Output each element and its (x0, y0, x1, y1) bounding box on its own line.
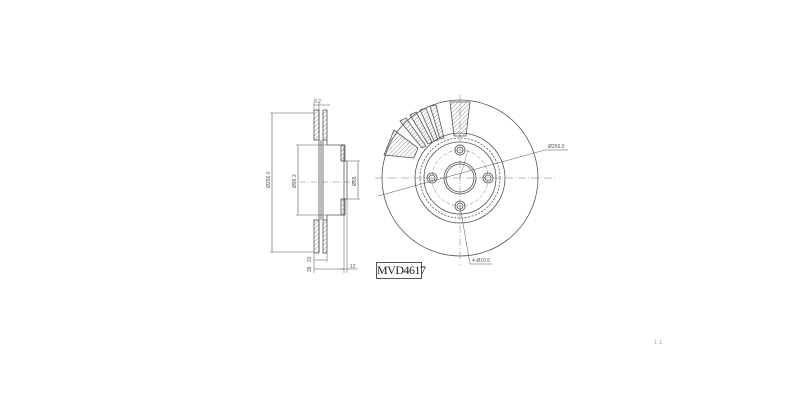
dim-bolt-holes-callout: 4-Ø10.5 (472, 258, 490, 264)
side-view-dimension-labels: Ø256.0 Ø96.3 Ø55 8.2 22 39 12 (266, 99, 358, 272)
dim-disc-thickness: 22 (307, 256, 313, 262)
front-view-dimension-labels: Ø256.0 4-Ø10.5 (472, 144, 565, 264)
page-mark: 1 1 (654, 340, 663, 346)
disc-plate-left (313, 109, 320, 141)
disc-plate-right (322, 109, 328, 141)
vent-vanes (383, 101, 471, 159)
dim-outer-diameter-callout: Ø256.0 (548, 144, 565, 150)
dim-center-bore: Ø55 (352, 176, 358, 186)
dim-top-flange: 8.2 (314, 99, 321, 105)
dim-hub-offset: 12 (350, 264, 356, 270)
front-view (375, 95, 568, 265)
side-view (270, 103, 360, 273)
part-number-label: MVD4617 (376, 262, 426, 279)
dim-overall-height: 39 (307, 266, 313, 272)
dim-outer-diameter: Ø256.0 (266, 171, 272, 188)
dim-hub-diameter: Ø96.3 (292, 174, 298, 188)
